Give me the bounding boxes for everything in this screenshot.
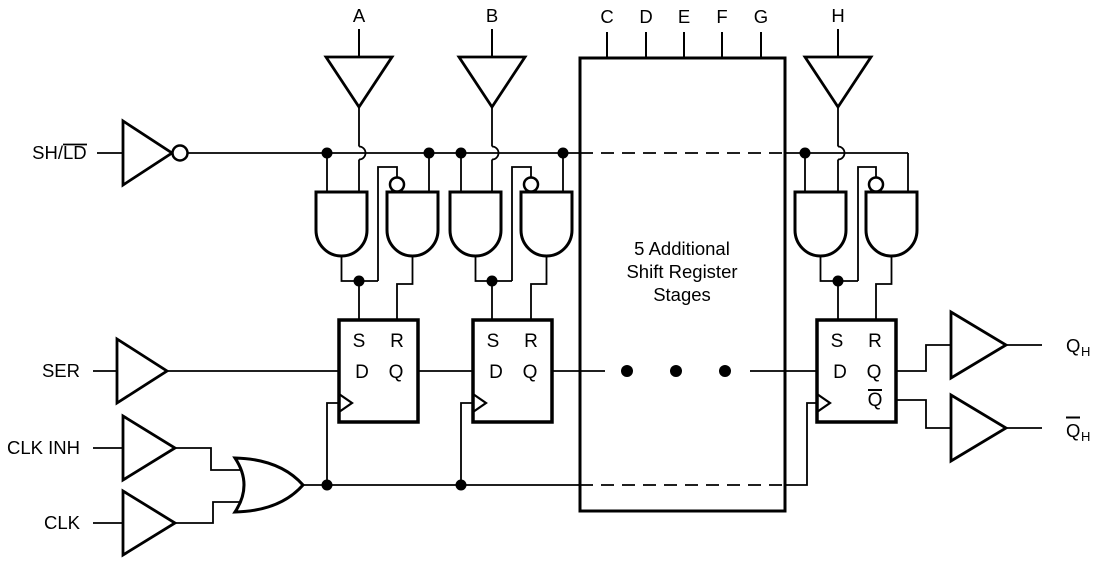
additional-stages-box bbox=[578, 56, 787, 513]
ff8-data-label: D bbox=[833, 362, 847, 383]
ff1-labels: S R D Q bbox=[353, 331, 404, 383]
pin-label-h: H bbox=[831, 5, 844, 26]
pin-label-b: B bbox=[486, 5, 498, 26]
sh-ld-label-prefix: SH/ bbox=[32, 142, 64, 163]
ff8-set-label: S bbox=[831, 331, 844, 352]
stages-box-text: 5 Additional Shift Register Stages bbox=[626, 238, 737, 305]
clock-edge-marker-icon bbox=[338, 393, 832, 413]
qh-label-subscript: H bbox=[1081, 344, 1090, 359]
sh-ld-label-barred: LD bbox=[63, 142, 87, 163]
stage8-reset-and-gate bbox=[864, 190, 919, 258]
top-pin-stubs bbox=[358, 29, 839, 57]
sh-ld-inverter bbox=[121, 118, 175, 188]
junction-dot bbox=[557, 147, 569, 159]
qh-bar-label-base: Q bbox=[1066, 420, 1080, 441]
stage1-inverter-bubble-icon bbox=[388, 176, 406, 193]
ff8-out-bar-label: Q bbox=[868, 390, 883, 411]
clk-inh-label: CLK INH bbox=[7, 437, 80, 458]
pin-label-a: A bbox=[353, 5, 366, 26]
junction-dot bbox=[321, 147, 333, 159]
pin-label-d: D bbox=[639, 6, 652, 27]
junction-dot bbox=[423, 147, 435, 159]
ellipsis-dot bbox=[621, 365, 633, 377]
clock-or-gate bbox=[232, 456, 306, 514]
sr-flip-flop-8 bbox=[815, 318, 898, 424]
sr-flip-flop-2 bbox=[471, 318, 554, 424]
stages-box-line3: Stages bbox=[653, 284, 711, 305]
pin-label-e: E bbox=[678, 6, 690, 27]
stage8-set-and-gate bbox=[793, 190, 848, 258]
junction-dot bbox=[832, 275, 844, 287]
ff2-set-label: S bbox=[487, 331, 500, 352]
junction-dot bbox=[455, 147, 467, 159]
flip-flops bbox=[337, 318, 898, 424]
ff8-out-label: Q bbox=[867, 362, 882, 383]
pin-label-f: F bbox=[716, 6, 727, 27]
ellipsis-dot bbox=[670, 365, 682, 377]
ser-label: SER bbox=[42, 360, 80, 381]
ff1-set-label: S bbox=[353, 331, 366, 352]
ff8-labels: S R D Q Q bbox=[831, 331, 883, 411]
ff2-out-label: Q bbox=[523, 362, 538, 383]
junction-dots bbox=[321, 147, 844, 491]
junction-dot bbox=[321, 479, 333, 491]
stage2-reset-and-gate bbox=[519, 190, 574, 258]
ff1-out-label: Q bbox=[389, 362, 404, 383]
input-buffer-a bbox=[323, 55, 395, 110]
clk-label: CLK bbox=[44, 512, 81, 533]
stage1-reset-and-gate bbox=[385, 190, 440, 258]
input-buffer-b bbox=[456, 55, 528, 110]
buffers bbox=[115, 55, 1009, 558]
ff2-data-label: D bbox=[489, 362, 503, 383]
stage8-inverter-bubble-icon bbox=[867, 176, 885, 193]
input-buffer-h bbox=[802, 55, 874, 110]
ser-input-buffer bbox=[115, 336, 170, 406]
load-gates bbox=[314, 176, 919, 258]
ff2-labels: S R D Q bbox=[487, 331, 538, 383]
pin-label-g: G bbox=[754, 6, 768, 27]
sr-flip-flop-1 bbox=[337, 318, 420, 424]
output-labels: Q H Q H bbox=[1066, 335, 1090, 444]
junction-dot bbox=[353, 275, 365, 287]
ff1-data-label: D bbox=[355, 362, 369, 383]
qh-label-base: Q bbox=[1066, 335, 1080, 356]
dashed-bus-lines bbox=[580, 152, 785, 486]
junction-dot bbox=[486, 275, 498, 287]
qh-bar-output-buffer bbox=[949, 392, 1009, 464]
ff2-reset-label: R bbox=[524, 331, 538, 352]
pin-label-c: C bbox=[600, 6, 613, 27]
wire-hop-arcs bbox=[358, 145, 846, 161]
clk-input-buffer bbox=[121, 488, 178, 558]
ff1-reset-label: R bbox=[390, 331, 404, 352]
top-pin-labels: A B C D E F G H bbox=[353, 5, 845, 27]
junction-dot bbox=[455, 479, 467, 491]
clk-inh-input-buffer bbox=[121, 413, 178, 483]
wires bbox=[93, 29, 1042, 524]
ff8-reset-label: R bbox=[868, 331, 882, 352]
stages-box-line1: 5 Additional bbox=[634, 238, 730, 259]
qh-bar-label-subscript: H bbox=[1081, 429, 1090, 444]
qh-output-buffer bbox=[949, 309, 1009, 381]
stage2-inverter-bubble-icon bbox=[522, 176, 540, 193]
stage2-set-and-gate bbox=[448, 190, 503, 258]
ellipsis-dot bbox=[719, 365, 731, 377]
junction-dot bbox=[799, 147, 811, 159]
stages-box-line2: Shift Register bbox=[626, 261, 737, 282]
sh-ld-inverter-bubble-icon bbox=[171, 144, 189, 162]
dashed-wire bbox=[580, 152, 785, 486]
stage1-set-and-gate bbox=[314, 190, 369, 258]
left-pin-labels: SH/ LD SER CLK INH CLK bbox=[7, 142, 87, 533]
